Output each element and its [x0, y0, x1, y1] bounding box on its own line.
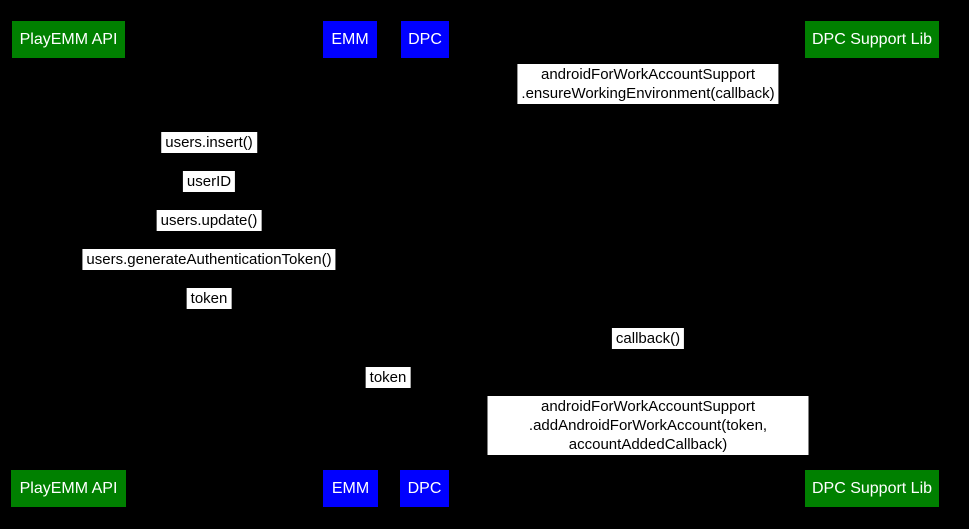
actor-dpc-bottom: DPC	[400, 470, 449, 507]
message-label-token-to-dpc: token	[365, 367, 411, 388]
actor-label: DPC	[408, 30, 442, 48]
message-label-generate-authentication-token: users.generateAuthenticationToken()	[82, 249, 336, 270]
actor-dpc-support-lib-bottom: DPC Support Lib	[805, 470, 939, 507]
actor-label: DPC Support Lib	[811, 30, 933, 48]
message-label-users-update: users.update()	[156, 210, 262, 231]
actor-dpc-support-lib-top: DPC Support Lib	[805, 21, 939, 58]
actor-label: EMM	[331, 479, 370, 497]
message-label-users-insert: users.insert()	[161, 132, 257, 153]
message-label-add-android-for-work-account: androidForWorkAccountSupport .addAndroid…	[487, 396, 809, 455]
message-label-user-id: userID	[182, 171, 236, 192]
actor-label: PlayEMM API	[19, 30, 118, 48]
actor-label: DPC Support Lib	[811, 479, 933, 497]
actor-emm-bottom: EMM	[323, 470, 378, 507]
actor-playemm-api-top: PlayEMM API	[12, 21, 125, 58]
actor-playemm-api-bottom: PlayEMM API	[11, 470, 126, 507]
actor-label: DPC	[407, 479, 442, 497]
message-label-callback: callback()	[611, 328, 685, 349]
message-label-ensure-working-environment: androidForWorkAccountSupport .ensureWork…	[517, 64, 779, 104]
actor-label: EMM	[331, 30, 369, 48]
actor-label: PlayEMM API	[19, 479, 118, 497]
actor-emm-top: EMM	[323, 21, 377, 58]
message-label-token-to-emm: token	[186, 288, 232, 309]
actor-dpc-top: DPC	[401, 21, 449, 58]
